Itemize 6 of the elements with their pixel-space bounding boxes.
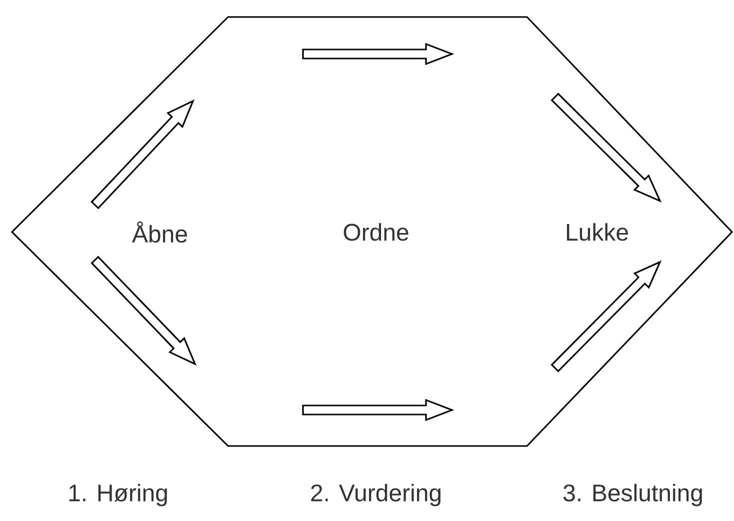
stage-label: Lukke (566, 223, 628, 241)
phase-label: 3. Beslutning (563, 484, 702, 506)
phase-label: 2. Vurdering (311, 484, 440, 506)
stage-label: Ordne (344, 223, 408, 241)
stage-label: Åbne (132, 221, 187, 243)
phase-label: 1. Høring (69, 484, 167, 506)
